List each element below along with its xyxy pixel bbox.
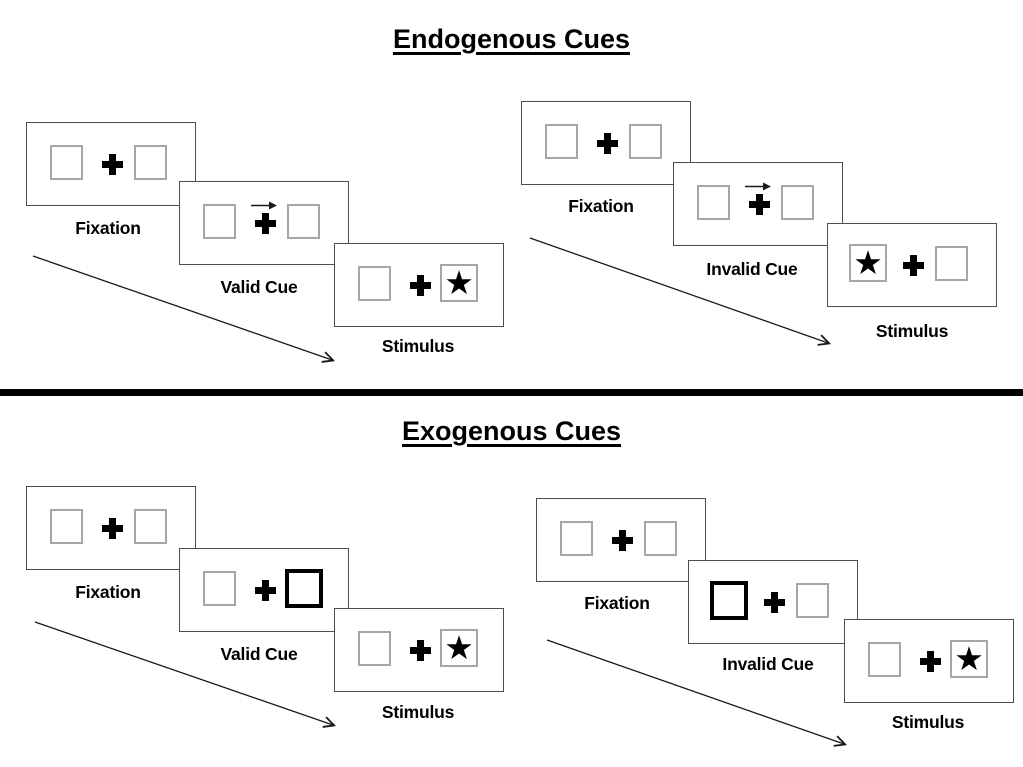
fixation-panel — [536, 498, 706, 582]
invalid-cue-panel — [688, 560, 858, 644]
left-placeholder-box — [868, 642, 901, 677]
stimulus-panel: ★ — [334, 608, 504, 692]
frame-label: Fixation — [75, 582, 141, 602]
stimulus-panel: ★ — [827, 223, 997, 307]
left-placeholder-box — [545, 124, 578, 159]
fixation-cross-icon — [903, 255, 924, 276]
frame-label: Invalid Cue — [722, 654, 814, 674]
timeline-arrow — [529, 237, 837, 351]
valid-cue-panel — [179, 181, 349, 265]
section-title-exogenous: Exogenous Cues — [401, 416, 622, 446]
star-icon: ★ — [444, 262, 474, 302]
frame-label: Invalid Cue — [706, 259, 798, 279]
invalid-cue-panel — [673, 162, 843, 246]
section-divider — [0, 389, 1023, 396]
right-placeholder-box — [287, 204, 320, 239]
fixation-panel — [26, 486, 196, 570]
left-placeholder-box — [203, 571, 236, 606]
left-placeholder-box — [697, 185, 730, 220]
star-icon: ★ — [954, 638, 984, 678]
fixation-cross-icon — [612, 530, 633, 551]
right-placeholder-box — [796, 583, 829, 618]
left-placeholder-box — [203, 204, 236, 239]
right-arrow-icon — [250, 200, 278, 211]
star-icon: ★ — [853, 242, 883, 282]
star-icon: ★ — [444, 627, 474, 667]
fixation-cross-icon — [255, 580, 276, 601]
fixation-cross-icon — [749, 194, 770, 215]
timeline-arrow — [32, 255, 343, 368]
right-placeholder-box — [644, 521, 677, 556]
right-arrow-icon — [744, 181, 772, 192]
timeline-arrow — [546, 639, 853, 752]
right-placeholder-box — [935, 246, 968, 281]
cued-box — [710, 581, 748, 620]
fixation-panel — [521, 101, 691, 185]
left-placeholder-box — [50, 145, 83, 180]
frame-label: Stimulus — [381, 702, 455, 722]
fixation-cross-icon — [920, 651, 941, 672]
fixation-cross-icon — [102, 518, 123, 539]
frame-label: Valid Cue — [220, 644, 298, 664]
left-stimulus-box: ★ — [849, 244, 887, 282]
left-placeholder-box — [560, 521, 593, 556]
frame-label: Fixation — [584, 593, 650, 613]
right-placeholder-box — [134, 145, 167, 180]
section-title-endogenous: Endogenous Cues — [392, 24, 630, 54]
right-stimulus-box: ★ — [440, 264, 478, 302]
left-placeholder-box — [50, 509, 83, 544]
right-placeholder-box — [134, 509, 167, 544]
left-placeholder-box — [358, 631, 391, 666]
frame-label: Fixation — [568, 196, 634, 216]
cued-box — [285, 569, 323, 608]
frame-label: Stimulus — [891, 712, 965, 732]
right-stimulus-box: ★ — [440, 629, 478, 667]
fixation-cross-icon — [410, 640, 431, 661]
timeline-arrow — [34, 621, 342, 732]
valid-cue-panel — [179, 548, 349, 632]
stimulus-panel: ★ — [844, 619, 1014, 703]
frame-label: Stimulus — [381, 336, 455, 356]
right-placeholder-box — [629, 124, 662, 159]
fixation-cross-icon — [764, 592, 785, 613]
right-stimulus-box: ★ — [950, 640, 988, 678]
fixation-cross-icon — [410, 275, 431, 296]
frame-label: Valid Cue — [220, 277, 298, 297]
frame-label: Fixation — [75, 218, 141, 238]
stimulus-panel: ★ — [334, 243, 504, 327]
fixation-panel — [26, 122, 196, 206]
fixation-cross-icon — [102, 154, 123, 175]
right-placeholder-box — [781, 185, 814, 220]
frame-label: Stimulus — [875, 321, 949, 341]
left-placeholder-box — [358, 266, 391, 301]
fixation-cross-icon — [597, 133, 618, 154]
fixation-cross-icon — [255, 213, 276, 234]
